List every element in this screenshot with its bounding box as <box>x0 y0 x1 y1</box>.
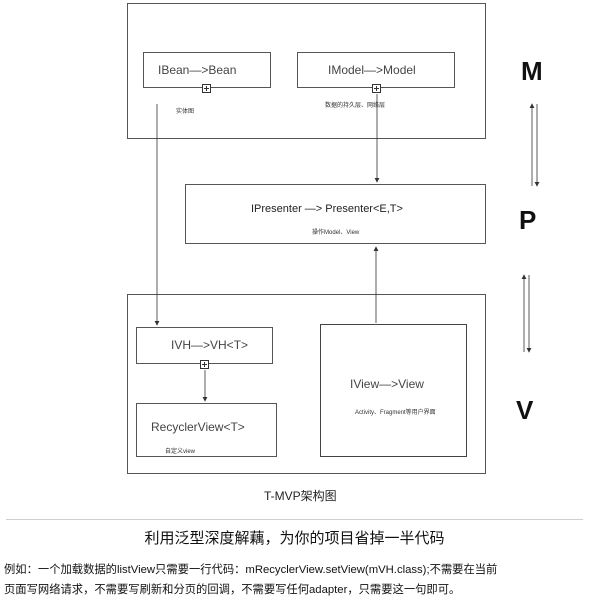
model-layer-letter: M <box>521 56 543 86</box>
view-box: IView—>View Activity、Fragment等用户界面 <box>320 324 467 457</box>
headline: 利用泛型深度解藕，为你的项目省掉一半代码 <box>144 530 445 547</box>
view-label: IView—>View <box>350 377 424 391</box>
divider <box>6 519 583 520</box>
presenter-box: IPresenter —> Presenter<E,T> 操作Model、Vie… <box>185 184 486 244</box>
model-label: IModel—>Model <box>328 63 416 77</box>
expand-icon <box>202 84 211 93</box>
body-line-2: 页面写网络请求，不需要写刷新和分页的回调，不需要写任何adapter，只需要这一… <box>4 584 461 596</box>
recycler-box: RecyclerView<T> 自定义view <box>136 403 277 457</box>
presenter-label: IPresenter —> Presenter<E,T> <box>251 203 403 215</box>
expand-icon <box>200 360 209 369</box>
bean-label: IBean—>Bean <box>158 63 237 77</box>
model-note: 数据的持久层、网络层 <box>325 103 386 109</box>
presenter-note: 操作Model、View <box>312 230 360 236</box>
view-layer-letter: V <box>516 395 534 425</box>
model-box: IModel—>Model <box>297 52 455 88</box>
presenter-layer-letter: P <box>519 205 537 235</box>
vh-box: IVH—>VH<T> <box>136 327 273 364</box>
bean-box: IBean—>Bean <box>143 52 271 88</box>
diagram-caption: T-MVP架构图 <box>264 489 337 503</box>
bean-note: 实体图 <box>176 109 195 115</box>
recycler-label: RecyclerView<T> <box>151 420 245 434</box>
view-note: Activity、Fragment等用户界面 <box>355 410 436 416</box>
recycler-note: 自定义view <box>165 449 196 455</box>
vh-label: IVH—>VH<T> <box>171 338 249 352</box>
body-line-1: 例如：一个加载数据的listView只需要一行代码：mRecyclerView.… <box>4 564 498 576</box>
expand-icon <box>372 84 381 93</box>
